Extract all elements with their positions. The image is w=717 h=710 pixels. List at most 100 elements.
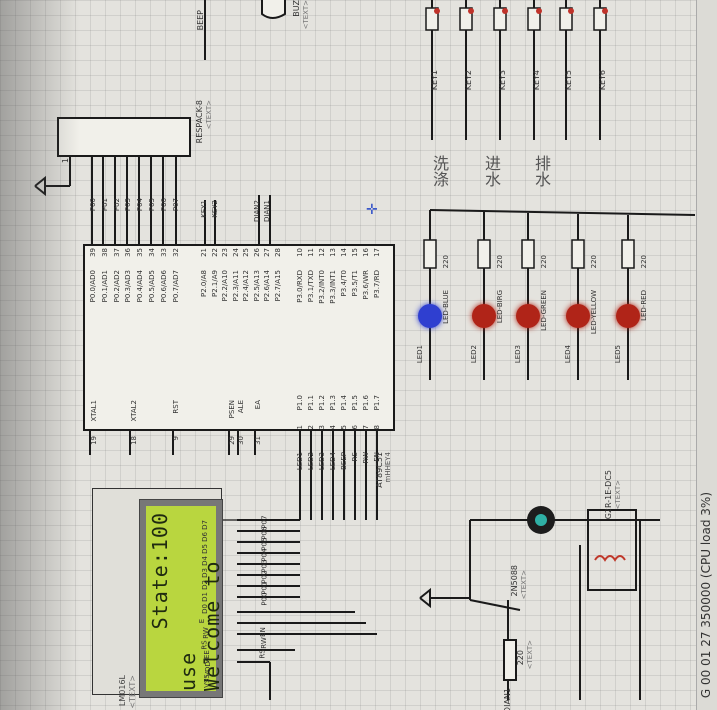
mcu-subname: mHHEY4	[384, 452, 392, 483]
key-state-indicator-icon	[568, 8, 574, 14]
mcu-pin-number: 15	[351, 248, 359, 257]
mcu-pin-p1-5: P1.5	[351, 395, 359, 411]
mcu-pin-number: 26	[252, 248, 261, 257]
key-label-4[interactable]: KEY4	[532, 70, 541, 91]
net-label-p06: P06	[159, 198, 168, 212]
led-led-birg-icon[interactable]	[472, 304, 496, 328]
mcu-pin-number: 7	[362, 425, 370, 430]
key-label-6[interactable]: KEY6	[598, 70, 607, 91]
mcu-pin-p0-7: P0.7/AD7	[171, 270, 180, 303]
key-label-3[interactable]: KEY3	[498, 70, 507, 91]
label-water-in: 进水	[482, 155, 501, 187]
mcu-pin-p1-1: P1.1	[307, 395, 315, 411]
mcu-pin-number: 38	[100, 248, 109, 257]
led-resistor-value: 220	[590, 255, 598, 269]
mcu-pin-p0-2: P0.2/AD2	[112, 270, 121, 303]
lcd-pin-d4: D4	[200, 556, 209, 566]
beep-net-label: BEEP	[196, 10, 205, 31]
transistor-text-tag: <TEXT>	[520, 570, 528, 600]
mcu-pin-number: 4	[329, 425, 337, 430]
mcu-pin-psen: PSEN	[228, 400, 236, 419]
mcu-pin-number: 18	[130, 436, 138, 445]
lcd-pin-d2: D2	[200, 580, 209, 590]
lcd-display: Welcome to use State:100	[140, 500, 224, 697]
simulation-status-text: G 00 01 27 350000 (CPU load 3%)	[699, 492, 713, 699]
key-state-indicator-icon	[502, 8, 508, 14]
mcu-pin-p0-0: P0.0/AD0	[89, 270, 97, 303]
net-label-p07: P07	[171, 198, 180, 212]
led-net-label: LED3	[514, 345, 522, 364]
lcd-pin-d1: D1	[200, 592, 209, 602]
mcu-pin-p2-5: P2.5/A13	[252, 270, 261, 302]
mcu-pin-p0-5: P0.5/AD5	[148, 270, 156, 303]
net-label-p02: P02	[112, 198, 121, 212]
mcu-pin-number: 29	[228, 436, 236, 445]
mcu-pin-p2-1: P2.1/A9	[210, 270, 219, 297]
mcu-pin-number: 1	[296, 425, 304, 430]
mcu-pin-number: 37	[112, 248, 121, 257]
net-label-rs: RS	[351, 452, 359, 462]
led-led-blue-icon[interactable]	[418, 304, 442, 328]
led-name: LED-RED	[640, 290, 648, 321]
mcu-pin-number: 21	[200, 248, 208, 257]
net-label-dian2: DIAN2	[252, 200, 261, 222]
mcu-pin-p0-1: P0.1/AD1	[100, 270, 109, 303]
led-name: LED-BIRG	[496, 290, 504, 324]
key-label-2[interactable]: KEY2	[464, 70, 473, 91]
key-state-indicator-icon	[602, 8, 608, 14]
mcu-pin-p1-6: P1.6	[362, 395, 370, 411]
mcu-pin-p3-0: P3.0/RXD	[296, 270, 304, 303]
mcu-pin-p3-2: P3.2/INT0	[318, 270, 326, 304]
mcu-pin-number: 27	[263, 248, 271, 257]
net-label-led4: LED4	[329, 452, 337, 471]
led-resistor-value: 220	[540, 255, 548, 269]
mcu-pin-number: 14	[340, 248, 348, 257]
key-state-indicator-icon	[434, 8, 440, 14]
transistor-name: 2N5088	[510, 565, 519, 597]
key-label-1[interactable]: KEY1	[430, 70, 439, 91]
led-led-yellow-icon[interactable]	[566, 304, 590, 328]
key-label-5[interactable]: KEY5	[564, 70, 573, 91]
lcd-name: LM016L	[118, 675, 127, 707]
mcu-pin-number: 3	[318, 425, 326, 430]
mcu-pin-number: 11	[307, 248, 315, 257]
lcd-net-rs: RS	[258, 649, 267, 659]
mcu-pin-number: 5	[340, 425, 348, 430]
mcu-pin-p2-0: P2.0/A8	[200, 270, 208, 297]
mcu-pin-number: 10	[296, 248, 304, 257]
lcd-pin-e: E	[198, 618, 207, 624]
mcu-pin-p3-4: P3.4/T0	[340, 270, 348, 297]
mcu-pin-p2-3: P2.3/A11	[231, 270, 240, 302]
net-label-p04: P04	[136, 198, 145, 212]
mcu-pin-ale: ALE	[237, 400, 245, 414]
relay-text-tag: <TEXT>	[614, 480, 622, 510]
mcu-pin-number: 13	[329, 248, 337, 257]
mcu-pin-number: 23	[221, 248, 229, 257]
buzzer-text-tag: <TEXT>	[302, 0, 310, 30]
net-label-en: EN	[373, 452, 381, 462]
led-resistor-value: 220	[496, 255, 504, 269]
led-led-green-icon[interactable]	[516, 304, 540, 328]
mcu-pin-number: 6	[351, 425, 359, 430]
mcu-pin-number: 12	[318, 248, 326, 257]
mcu-pin-number: 16	[362, 248, 370, 257]
mcu-pin-number: 19	[90, 436, 98, 445]
mcu-pin-p2-4: P2.4/A12	[242, 270, 250, 302]
led-led-red-icon[interactable]	[616, 304, 640, 328]
net-label-led3: LED3	[318, 452, 326, 471]
net-label-rw: RW	[362, 452, 370, 464]
mcu-pin-p1-7: P1.7	[373, 395, 381, 411]
mcu-pin-p2-6: P2.6/A14	[263, 270, 271, 302]
led-net-label: LED4	[564, 345, 572, 364]
led-name: LED-BLUE	[442, 290, 450, 324]
mcu-pin-number: 8	[373, 425, 381, 430]
mcu-pin-number: 25	[242, 248, 250, 257]
mcu-pin-p3-6: P3.6/WR	[362, 270, 370, 300]
label-wash: 洗涤	[430, 155, 449, 187]
lcd-pin-d0: D0	[200, 604, 209, 614]
mcu-pin-p3-7: P3.7/RD	[373, 270, 381, 298]
lcd-net-p07: P07	[260, 515, 269, 529]
net-label-p01: P01	[100, 198, 109, 212]
